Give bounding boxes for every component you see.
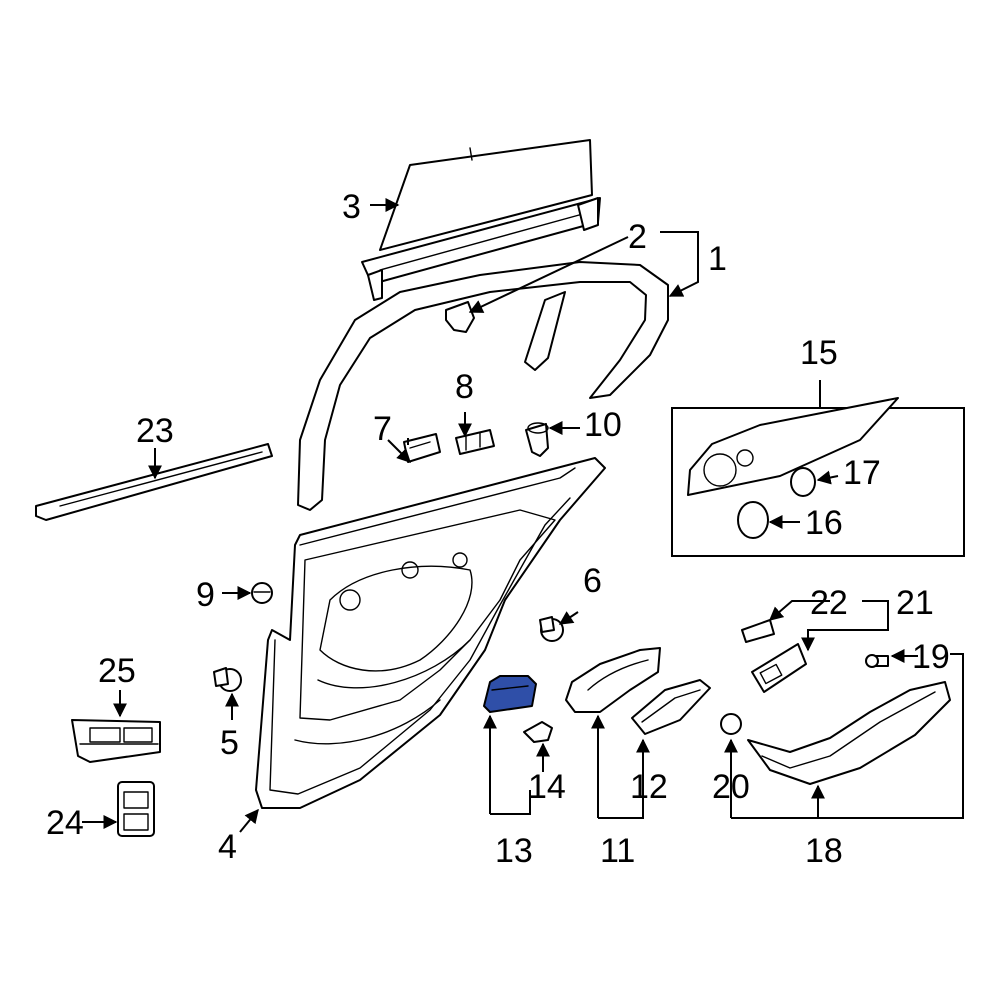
callout-4: 4 — [218, 828, 237, 866]
handle-bezel-part-12 — [631, 679, 711, 735]
clip-part-10 — [525, 422, 549, 457]
clip-part-7 — [403, 433, 441, 463]
callout-labels: 1 2 3 4 5 6 7 8 9 10 11 12 13 14 15 16 1… — [46, 188, 950, 870]
callout-6: 6 — [583, 562, 602, 600]
callout-18: 18 — [805, 832, 843, 870]
trim-cap-part-17 — [790, 467, 816, 497]
callout-1: 1 — [708, 240, 727, 278]
trim-cap-part-16 — [737, 501, 769, 539]
callout-15: 15 — [800, 334, 838, 372]
callout-11: 11 — [600, 832, 635, 870]
callout-21: 21 — [896, 584, 934, 622]
handle-housing-part-13 — [483, 675, 537, 713]
leader-lines — [82, 198, 964, 833]
clip-part-2 — [445, 301, 475, 333]
push-pin-part-5 — [213, 667, 242, 692]
callout-16: 16 — [805, 504, 843, 542]
callout-3: 3 — [342, 188, 361, 226]
inner-handle-part-11 — [565, 647, 661, 713]
switch-bezel-part-25 — [71, 719, 161, 763]
callout-10: 10 — [584, 406, 622, 444]
speaker-grille-part — [687, 397, 899, 496]
callout-5: 5 — [220, 724, 239, 762]
armrest-part-18 — [747, 681, 951, 785]
screw-part-19 — [865, 654, 889, 668]
callout-13: 13 — [495, 832, 533, 870]
clip-part-20 — [720, 713, 742, 735]
callout-7: 7 — [373, 410, 392, 448]
window-sunshade-part — [361, 139, 601, 301]
switch-part-22 — [741, 619, 775, 643]
callout-9: 9 — [196, 576, 215, 614]
callout-19: 19 — [912, 638, 950, 676]
callout-17: 17 — [843, 454, 881, 492]
pin-part-14 — [523, 721, 553, 743]
door-trim-panel-part — [255, 457, 606, 809]
push-pin-part-9 — [251, 582, 273, 604]
callout-14: 14 — [528, 768, 566, 806]
callout-8: 8 — [455, 368, 474, 406]
callout-24: 24 — [46, 804, 84, 842]
callout-22: 22 — [810, 584, 848, 622]
push-pin-part-6 — [539, 616, 564, 642]
callout-23: 23 — [136, 412, 174, 450]
inset-box-15 — [671, 407, 965, 557]
clip-part-8 — [455, 429, 495, 455]
highlighted-part-13 — [483, 675, 537, 713]
callout-25: 25 — [98, 652, 136, 690]
window-switch-part-24 — [117, 781, 155, 837]
callout-20: 20 — [712, 768, 750, 806]
callout-12: 12 — [630, 768, 668, 806]
callout-2: 2 — [628, 218, 647, 256]
window-frame-trim-part — [297, 261, 669, 511]
switch-part-21 — [751, 643, 807, 693]
